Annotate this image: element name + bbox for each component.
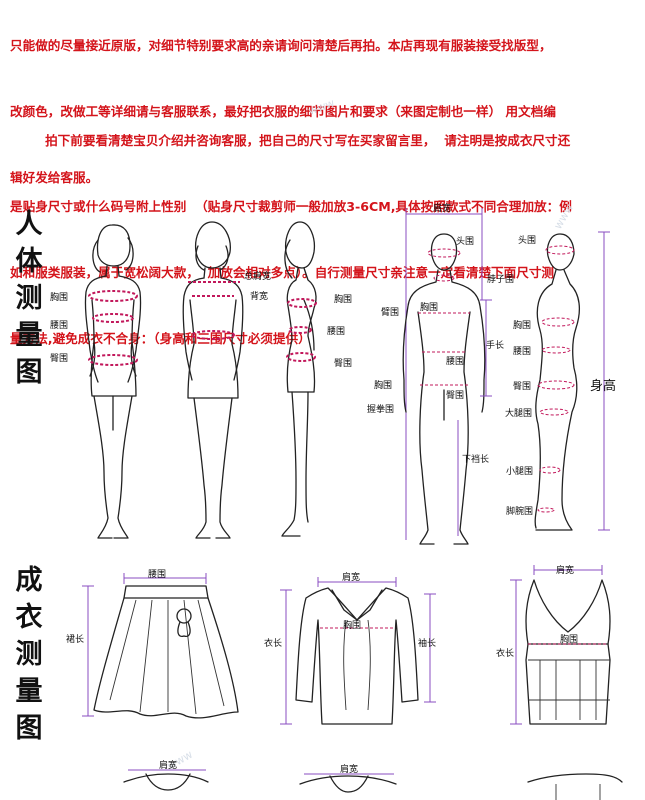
front-bust-label: 胸围 — [50, 291, 68, 303]
bottom-mid-shoulder-label: 肩宽 — [340, 763, 358, 775]
diag-arm-label: 臂围 — [381, 306, 399, 318]
side-measurement-diagram — [534, 231, 610, 531]
diag-shoulder-label: 肩宽 — [433, 202, 451, 214]
diag-side-thigh-label: 大腿围 — [505, 407, 532, 419]
garment-measure-title: 成 衣 测 量 图 — [15, 565, 43, 744]
intro-line: 只能做的尽量接近原版，对细节特别要求高的亲请询问清楚后再拍。本店再现有服装接受找… — [10, 38, 552, 53]
skirt-diagram — [82, 573, 239, 719]
watermark: www — [551, 202, 576, 232]
front-view-figure — [84, 224, 142, 539]
diag-side-bust-label: 胸围 — [513, 319, 531, 331]
diag-hip-label: 臀围 — [446, 390, 464, 401]
intro-line: 拍下前要看清楚宝贝介绍并咨询客服，把自己的尺寸写在买家留言里， 请注明是按成衣尺… — [10, 133, 571, 148]
diag-side-head-label: 头围 — [518, 235, 536, 246]
bottom-row-garments — [123, 769, 623, 800]
front-hip-label: 臀围 — [50, 353, 68, 364]
vest-shoulder-label: 肩宽 — [556, 564, 574, 576]
vest-bust-label: 胸围 — [560, 633, 578, 645]
side-view-figure — [281, 221, 317, 537]
intro-line: 是贴身尺寸或什么码号附上性别 （贴身尺寸裁剪师一般加放3-6CM,具体按照款式不… — [10, 199, 572, 214]
jacket-bust-label: 胸围 — [343, 619, 361, 631]
jacket-length-label: 衣长 — [264, 637, 282, 649]
diag-chest-label: 胸围 — [374, 379, 392, 391]
diag-side-ankle-label: 脚腕围 — [506, 505, 533, 517]
jacket-shoulder-label: 肩宽 — [342, 571, 360, 583]
intro-paragraph-2: 拍下前要看清楚宝贝介绍并咨询客服，把自己的尺寸写在买家留言里， 请注明是按成衣尺… — [10, 86, 635, 372]
skirt-waist-label: 腰围 — [148, 569, 166, 580]
intro-line: 辑好发给客服。 — [10, 170, 99, 185]
jacket-diagram — [280, 577, 436, 725]
front-waist-label: 腰围 — [50, 320, 68, 331]
diag-side-height-label: 身高 — [590, 378, 616, 394]
side-bust-label: 胸围 — [334, 293, 352, 305]
intro-line: 如和服类服装，属于宽松阔大款， 加放会相对多点）。自行测量尺寸亲注意一定看清楚下… — [10, 265, 555, 280]
intro-line: 改颜色，改做工等详细请与客服联系，最好把衣服的细节图片和要求（来图定制也一样） … — [10, 104, 556, 119]
diag-inseam-label: 下裆长 — [462, 453, 489, 465]
diag-fist-label: 握拳围 — [367, 403, 394, 415]
intro-line: 量方法,避免成衣不合身：（身高和三围尺寸必须提供） — [10, 331, 311, 346]
diag-side-hip-label: 臀围 — [513, 381, 531, 392]
side-waist-label: 腰围 — [327, 326, 345, 337]
body-measure-title: 人 体 测 量 图 — [15, 209, 43, 388]
diag-side-waist-label: 腰围 — [513, 346, 531, 357]
diag-bust-label: 胸围 — [420, 301, 438, 313]
bottom-left-shoulder-label: 肩宽 — [159, 759, 177, 771]
watermark: www — [307, 96, 337, 117]
intro-paragraph-1: 只能做的尽量接近原版，对细节特别要求高的亲请询问清楚后再拍。本店再现有服装接受找… — [10, 0, 635, 211]
skirt-length-label: 裙长 — [66, 633, 84, 645]
vest-diagram — [510, 565, 611, 725]
back-view-figure — [182, 221, 244, 539]
diag-side-calf-label: 小腿围 — [506, 466, 533, 477]
diag-hand-length-label: 手长 — [486, 339, 504, 351]
front-measurement-diagram — [402, 208, 492, 545]
vest-length-label: 衣长 — [496, 647, 514, 659]
jacket-sleeve-label: 袖长 — [418, 637, 436, 649]
diag-neck-label: 脖子围 — [487, 273, 514, 285]
diag-waist-label: 腰围 — [446, 356, 464, 367]
diag-head-label: 头围 — [456, 236, 474, 247]
side-hip-label: 臀围 — [334, 358, 352, 369]
back-width-label: 背宽 — [250, 290, 268, 302]
back-total-shoulder-label: 总肩宽 — [244, 270, 271, 282]
